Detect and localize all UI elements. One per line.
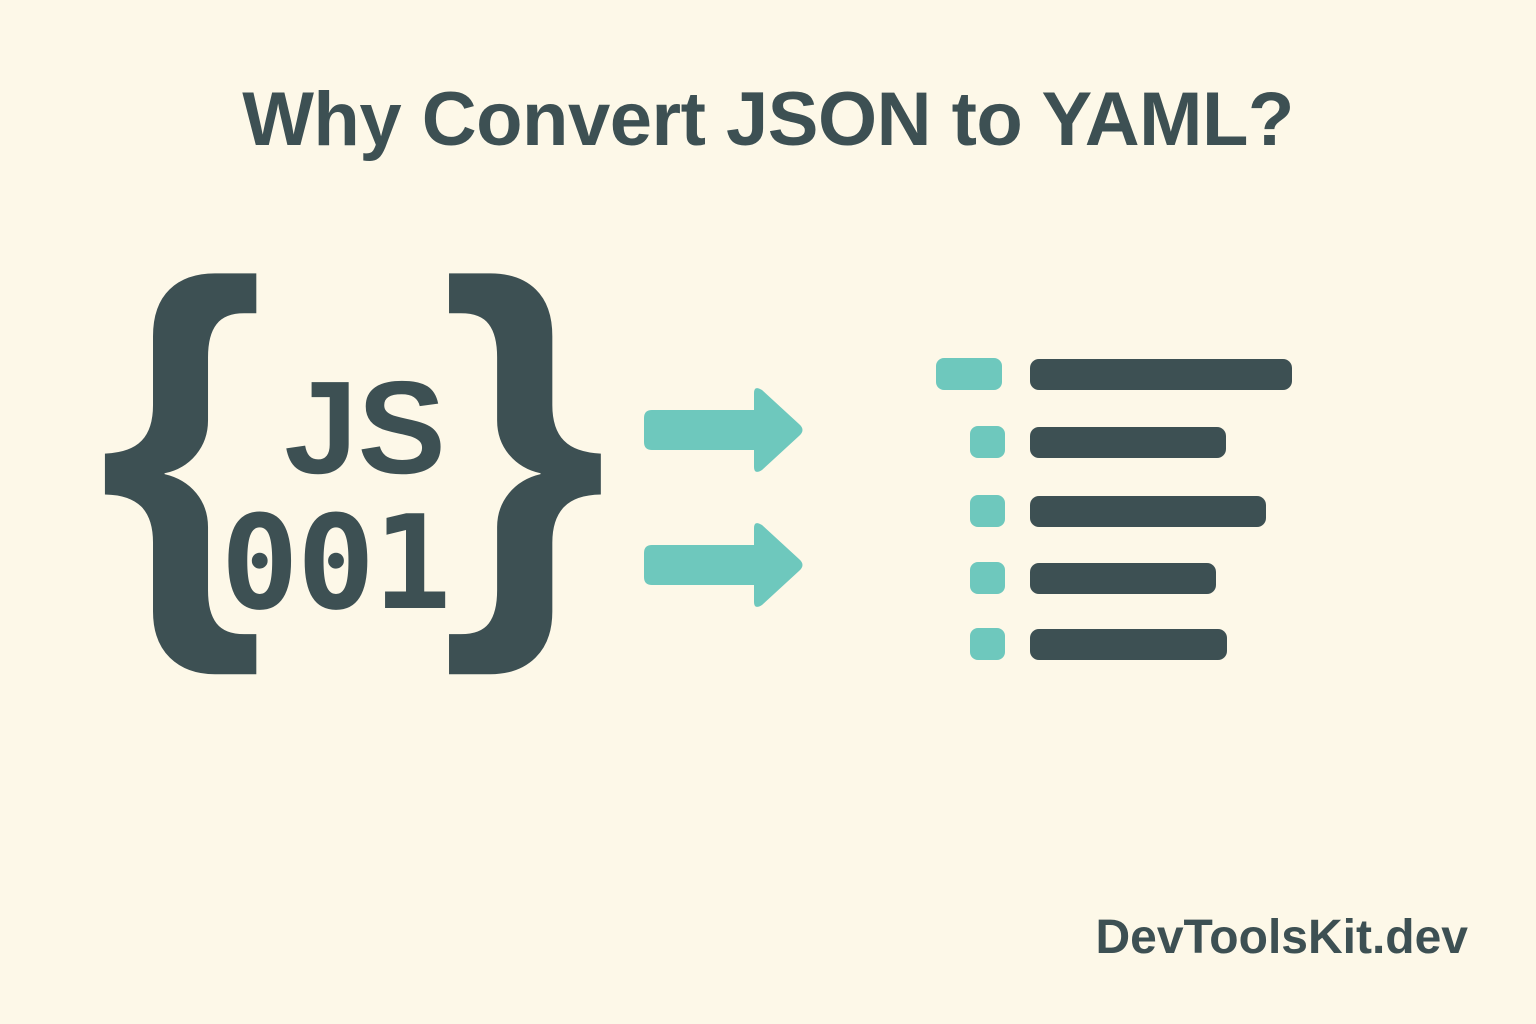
yaml-key-bullet — [970, 426, 1005, 458]
yaml-row — [930, 358, 1292, 390]
yaml-row — [930, 495, 1266, 527]
json-label-bottom: 001 — [220, 487, 452, 639]
brace-open-icon: { — [98, 197, 266, 677]
yaml-key-bullet — [936, 358, 1002, 390]
brand-wordmark: DevToolsKit.dev — [1095, 911, 1468, 964]
yaml-value-bar — [1030, 426, 1226, 458]
json-label-top: JS — [284, 354, 446, 501]
brace-close-icon: } — [440, 197, 608, 677]
yaml-row — [930, 562, 1216, 594]
arrow-right-icon-1 — [644, 388, 803, 472]
yaml-value-bar — [1030, 358, 1292, 390]
conversion-arrows — [636, 385, 816, 615]
yaml-row — [930, 426, 1226, 458]
json-graphic: { } JS 001 — [98, 222, 607, 720]
yaml-row — [930, 628, 1227, 660]
yaml-key-bullet — [970, 562, 1005, 594]
page-title: Why Convert JSON to YAML? — [242, 77, 1294, 162]
arrow-right-icon-2 — [644, 523, 803, 607]
yaml-graphic — [930, 350, 1310, 670]
yaml-value-bar — [1030, 495, 1266, 527]
yaml-value-bar — [1030, 562, 1216, 594]
yaml-key-bullet — [970, 495, 1005, 527]
yaml-key-bullet — [970, 628, 1005, 660]
yaml-value-bar — [1030, 628, 1227, 660]
